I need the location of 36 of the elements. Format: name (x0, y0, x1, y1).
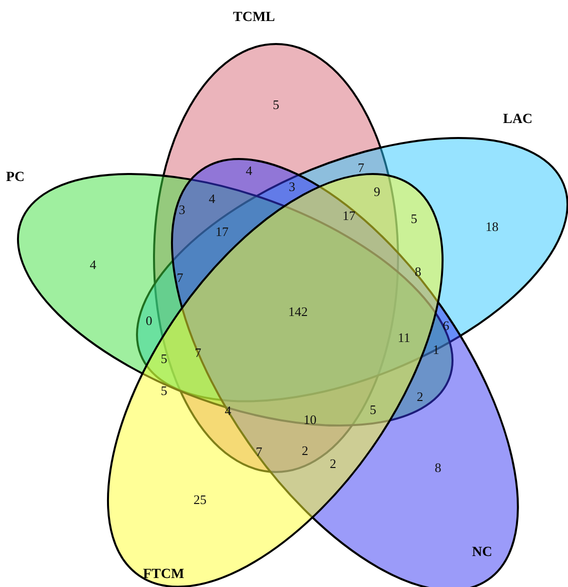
region-count: 4 (90, 257, 96, 273)
region-count: 11 (398, 330, 410, 346)
region-count: 25 (194, 492, 206, 508)
region-count: 8 (434, 460, 442, 476)
region-count: 7 (176, 270, 184, 286)
region-count: 2 (330, 456, 336, 472)
set-label: NC (472, 544, 492, 561)
region-count: 17 (342, 208, 356, 224)
region-count: 9 (374, 184, 380, 200)
region-count: 7 (194, 345, 202, 361)
region-count: 3 (178, 202, 186, 218)
region-count: 4 (208, 191, 216, 207)
region-count: 0 (146, 313, 152, 329)
region-count: 3 (288, 179, 296, 195)
region-count: 4 (224, 403, 232, 419)
region-count: 2 (416, 389, 424, 405)
region-count: 4 (246, 163, 252, 179)
region-count: 5 (272, 97, 280, 113)
region-count: 1 (432, 342, 440, 358)
region-count: 5 (160, 383, 168, 399)
region-count: 5 (370, 402, 376, 418)
region-count: 8 (414, 264, 422, 280)
region-count: 7 (358, 160, 364, 176)
region-count: 5 (410, 211, 418, 227)
set-label: PC (6, 170, 25, 186)
region-count: 142 (288, 304, 308, 320)
set-label: FTCM (142, 566, 184, 583)
set-label: LAC (502, 112, 533, 128)
region-count: 6 (442, 318, 450, 334)
region-count: 2 (302, 443, 308, 459)
set-label: TCML (233, 10, 275, 26)
region-count: 17 (216, 224, 228, 240)
region-count: 7 (256, 444, 262, 460)
region-count: 18 (486, 219, 498, 235)
region-count: 5 (160, 351, 168, 367)
region-count: 10 (304, 412, 316, 428)
